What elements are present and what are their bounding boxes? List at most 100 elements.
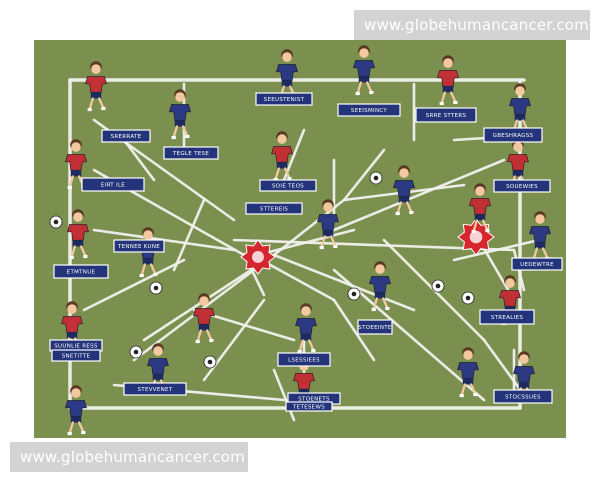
player-shirt (317, 214, 339, 231)
player-leg (372, 297, 379, 311)
player-shorts (298, 389, 310, 396)
label-box: STEVVENET (123, 382, 187, 396)
label-box: STREALIES (479, 309, 535, 325)
player-team-b (193, 293, 215, 344)
player-leg (68, 175, 75, 189)
player-boot (473, 392, 478, 397)
player-leg (532, 247, 539, 261)
player-leg (274, 167, 281, 181)
label-box-text: LSESSIEES (288, 358, 320, 364)
player-boot (83, 254, 88, 259)
ball-icon (369, 171, 383, 185)
label-box-bg (255, 92, 313, 106)
player-boot (81, 430, 86, 435)
label-box-bg (479, 309, 535, 325)
player-shirt (437, 70, 459, 87)
ball-patch (207, 359, 213, 365)
label-box-bg (415, 107, 477, 123)
player-leg (205, 329, 213, 342)
player-leg (460, 383, 467, 397)
ball-icon (149, 281, 163, 295)
player-shorts (174, 120, 186, 127)
player-team-a (295, 303, 317, 354)
player-leg (396, 201, 403, 215)
player-boot (67, 185, 72, 190)
player-shirt (85, 76, 107, 93)
label-box-bg (245, 202, 303, 215)
label-box-text: STOENETS (298, 397, 330, 403)
player-shirt (507, 154, 529, 171)
label-box-bg (357, 319, 393, 335)
ball-icon (431, 279, 445, 293)
player-leg (149, 263, 157, 276)
player-head (71, 388, 81, 398)
label-box-text: SEEISMINCY (351, 108, 387, 114)
player-leg (77, 421, 85, 434)
player-shorts (518, 382, 530, 389)
player-shirt (509, 98, 531, 115)
player-head (199, 296, 209, 306)
player-leg (541, 247, 549, 260)
player-shirt (469, 198, 491, 215)
player-leg (70, 245, 77, 259)
player-leg (68, 421, 75, 435)
player-team-a (369, 261, 391, 312)
player-leg (469, 383, 477, 396)
connection-line (332, 298, 376, 362)
player-boot (371, 307, 376, 312)
player-team-b (65, 139, 87, 190)
ball-patch (133, 349, 139, 355)
watermark-bottom: www.globehumancancer.com (10, 442, 248, 472)
player-boot (209, 338, 214, 343)
ball-patch (373, 175, 379, 181)
label-box-bg (493, 389, 553, 404)
player-leg (97, 97, 105, 110)
player-leg (320, 235, 327, 249)
label-box-bg (51, 349, 101, 362)
player-boot (355, 91, 360, 96)
player-boot (395, 211, 400, 216)
ball-patch (435, 283, 441, 289)
connection-line (332, 158, 506, 232)
player-team-b (271, 131, 293, 182)
label-box-bg (285, 401, 333, 412)
player-head (505, 278, 515, 288)
player-boot (153, 272, 158, 277)
player-leg (440, 91, 447, 105)
label-box-bg (123, 382, 187, 396)
player-shorts (276, 162, 288, 169)
connection-line (482, 338, 526, 397)
player-shirt (529, 226, 551, 243)
label-box-text: ETMTNUE (67, 270, 96, 276)
player-boot (101, 106, 106, 111)
label-box-bg (277, 352, 331, 367)
player-shorts (474, 214, 486, 221)
player-boot (409, 210, 414, 215)
player-head (515, 86, 525, 96)
player-boot (369, 90, 374, 95)
player-shirt (271, 146, 293, 163)
label-box: LSESSIEES (277, 352, 331, 367)
hub-center (469, 230, 483, 244)
label-box-bg (511, 257, 563, 271)
label-box: SOUEWIES (493, 179, 551, 193)
player-head (513, 142, 523, 152)
player-head (277, 134, 287, 144)
player-head (175, 92, 185, 102)
ball-patch (465, 295, 471, 301)
player-boot (139, 273, 144, 278)
label-box: STTEREIS (245, 202, 303, 215)
hub-node (240, 239, 276, 275)
player-shirt (353, 60, 375, 77)
connection-line (477, 238, 516, 302)
balls (49, 171, 475, 369)
player-head (443, 58, 453, 68)
player-boot (453, 100, 458, 105)
label-box-text: SNETITTE (62, 354, 91, 360)
player-shirt (67, 224, 89, 241)
player-shorts (534, 242, 546, 249)
label-box-bg (493, 179, 551, 193)
player-head (153, 346, 163, 356)
connection-line (252, 228, 356, 258)
